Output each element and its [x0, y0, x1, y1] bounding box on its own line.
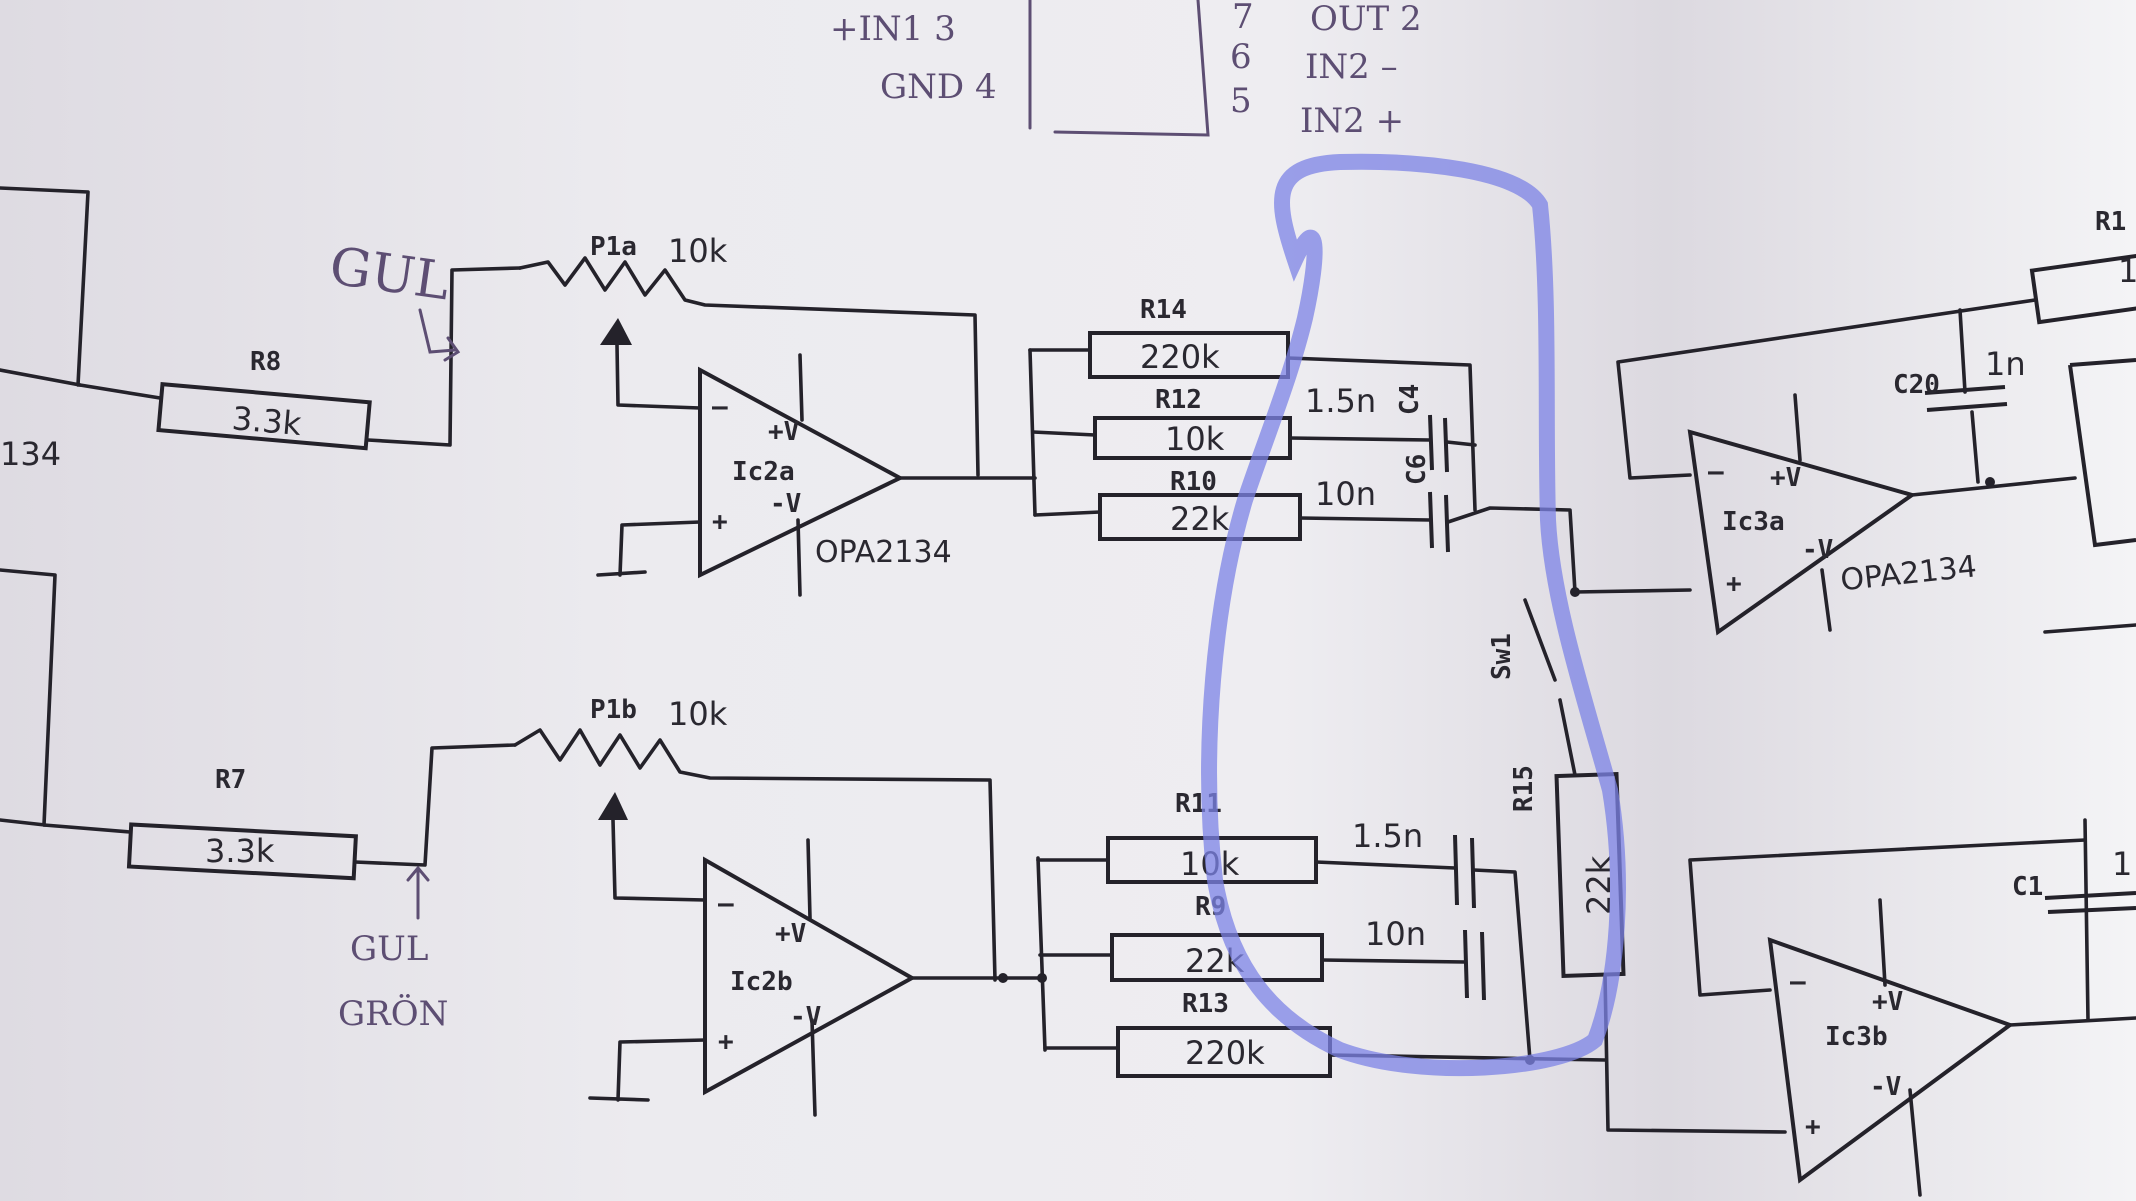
right-stage-lower: Ic3b +V -V – + C1 1	[1688, 818, 2136, 1197]
resistor-label-r8: R8	[250, 347, 281, 377]
resistor-value-r10: 22k	[1170, 500, 1230, 538]
opamp-noninv-ic3b: +	[1805, 1112, 1821, 1142]
opamp-noninv-ic2b: +	[718, 1027, 734, 1057]
lower-channel: R7 3.3k P1b 10k Ic2b +V -V – + R11 10k 1…	[42, 695, 1787, 1134]
capacitor-value-c4: 1.5n	[1305, 382, 1376, 420]
opamp-neg-supply-ic2a: -V	[770, 489, 801, 519]
arrow-icon	[406, 865, 430, 920]
pin-num-7: 7	[1232, 0, 1254, 37]
opamp-pos-supply-ic3a: +V	[1770, 463, 1801, 493]
resistor-label-r10: R10	[1170, 467, 1217, 497]
capacitor-value-c20: 1n	[1985, 345, 2026, 383]
capacitor-c1-partial	[2044, 891, 2136, 914]
opamp-inv-ic2b: –	[718, 889, 734, 919]
pin-num-6: 6	[1230, 37, 1252, 77]
opamp-neg-supply-ic3a: -V	[1802, 535, 1833, 565]
handwritten-gul-bottom: GUL	[350, 929, 428, 969]
capacitor-c6	[1428, 491, 1450, 553]
pot-wiper-arrow	[600, 318, 632, 345]
handwritten-notes: GUL GUL GRÖN	[326, 236, 461, 1034]
resistor-value-r8: 3.3k	[230, 399, 303, 443]
capacitor-1-5n-lower	[1453, 834, 1476, 909]
resistor-label-r13: R13	[1182, 989, 1229, 1019]
opamp-label-ic3a: Ic3a	[1722, 507, 1785, 537]
pinout-sketch: +IN1 3 GND 4 7 OUT 2 6 IN2 – 5 IN2 +	[830, 0, 1422, 141]
opamp-part-ic2a: OPA2134	[815, 535, 952, 570]
opamp-ic2a	[698, 366, 905, 579]
resistor-label-r14: R14	[1140, 295, 1187, 325]
opamp-ic2b	[703, 856, 917, 1096]
resistor-r1-partial	[2029, 251, 2136, 325]
partial-label-c1: C1	[2012, 872, 2043, 902]
opamp-noninv-ic2a: +	[712, 507, 728, 537]
handwritten-gul-top: GUL	[326, 236, 453, 312]
upper-channel: R8 3.3k P1a 10k Ic2a +V -V – + OPA2134 R…	[78, 232, 1692, 777]
resistor-label-r15: R15	[1509, 765, 1539, 812]
partial-label-r1: R1	[2095, 207, 2126, 237]
opamp-label-ic2a: Ic2a	[732, 457, 795, 487]
partial-value-1b: 1	[2112, 845, 2132, 883]
opamp-inv-ic3b: –	[1790, 967, 1806, 997]
partial-text-134: 134	[0, 435, 61, 473]
opamp-inv-ic2a: –	[712, 392, 728, 422]
pin-label-out2: OUT 2	[1310, 0, 1422, 39]
pin-label-in2-minus: IN2 –	[1305, 47, 1398, 87]
resistor-value-r12: 10k	[1165, 420, 1225, 458]
capacitor-value-lower-2: 10n	[1365, 915, 1426, 953]
resistor-label-r12: R12	[1155, 385, 1202, 415]
opamp-noninv-ic3a: +	[1726, 569, 1742, 599]
opamp-pos-supply-ic2b: +V	[775, 919, 806, 949]
resistor-label-r7: R7	[215, 765, 246, 795]
capacitor-value-lower-1: 1.5n	[1352, 817, 1423, 855]
pot-label-p1a: P1a	[590, 232, 637, 262]
opamp-label-ic2b: Ic2b	[730, 967, 793, 997]
opamp-part-ic3a: OPA2134	[1839, 549, 1979, 598]
capacitor-label-c6: C6	[1402, 454, 1432, 485]
switch-label-sw1: Sw1	[1487, 633, 1517, 680]
capacitor-10n-lower	[1463, 929, 1486, 1001]
capacitor-value-c6: 10n	[1315, 475, 1376, 513]
opamp-neg-supply-ic3b: -V	[1870, 1072, 1901, 1102]
marker-loop-highlight	[1201, 153, 1626, 1077]
opamp-ic3a	[1687, 429, 1917, 636]
resistor-r9	[1110, 933, 1324, 982]
resistor-value-r13: 220k	[1185, 1034, 1265, 1072]
resistor-r7	[126, 822, 358, 881]
resistor-r8	[156, 382, 372, 451]
pin-label-in2-plus: IN2 +	[1300, 101, 1404, 141]
opamp-inv-ic3a: –	[1708, 457, 1724, 487]
resistor-value-r14: 220k	[1140, 338, 1220, 376]
right-stage-upper: Ic3a +V -V – + OPA2134 C20 1n R1 1	[1616, 207, 2136, 636]
handwritten-gron: GRÖN	[338, 993, 448, 1034]
opamp-ic3b	[1767, 937, 2015, 1184]
partial-value-1: 1	[2118, 252, 2136, 290]
capacitor-label-c20: C20	[1893, 370, 1940, 400]
opamp-pos-supply-ic3b: +V	[1872, 987, 1903, 1017]
pin-num-5: 5	[1230, 81, 1252, 121]
resistor-value-r7: 3.3k	[205, 832, 275, 870]
capacitor-label-c4: C4	[1395, 384, 1425, 415]
capacitor-c4	[1428, 414, 1449, 473]
pot-label-p1b: P1b	[590, 695, 637, 725]
opamp-label-ic3b: Ic3b	[1825, 1022, 1888, 1052]
pot-value-p1b: 10k	[668, 695, 728, 733]
capacitor-c20	[1924, 385, 2008, 412]
switch-sw1	[1523, 598, 1577, 777]
opamp-neg-supply-ic2b: -V	[790, 1002, 821, 1032]
ic-outline-right	[1053, 0, 1210, 137]
pin-label-gnd: GND 4	[880, 67, 997, 107]
arrow-icon	[418, 308, 461, 362]
pot-wiper-arrow	[598, 792, 628, 820]
opamp-pos-supply-ic2a: +V	[768, 417, 799, 447]
pot-value-p1a: 10k	[668, 232, 728, 270]
left-edge-wiring: 134	[0, 186, 90, 827]
pin-label-in1: +IN1 3	[830, 9, 956, 49]
